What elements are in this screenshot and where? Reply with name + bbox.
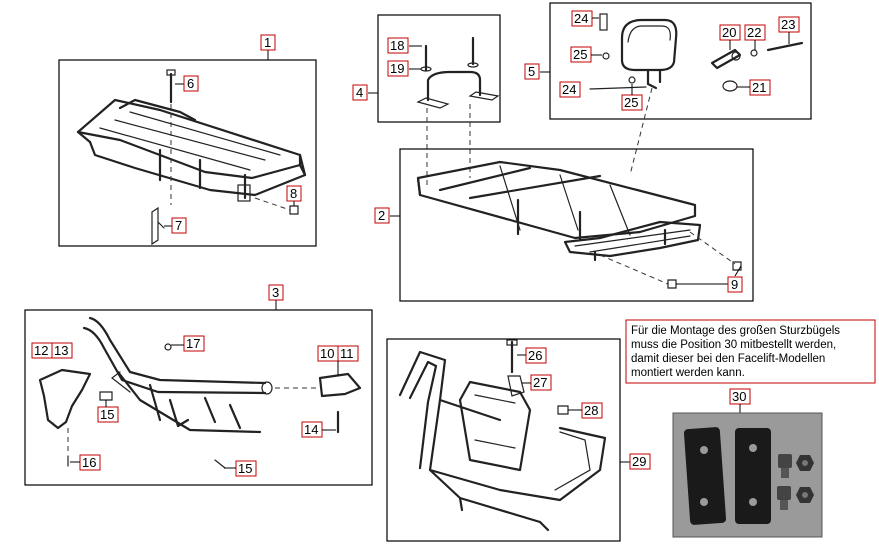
tag-18[interactable] xyxy=(387,37,409,54)
label-5: 5 xyxy=(528,64,535,79)
assembly-line-bolt-9 xyxy=(599,254,669,285)
note-line-1: Für die Montage des großen Sturzbügels xyxy=(631,325,840,337)
kit-photo-content xyxy=(683,427,814,525)
label-10: 10 xyxy=(320,346,334,361)
label-22: 22 xyxy=(747,25,761,40)
panel-29-frame xyxy=(386,338,621,542)
panel-front-rack: 1 6 7 xyxy=(58,34,317,247)
note-line-4: montiert werden kann. xyxy=(631,367,745,379)
assembly-line-backrest xyxy=(629,87,653,176)
label-23: 23 xyxy=(781,17,795,32)
label-25-left: 25 xyxy=(573,47,587,62)
tag-24-bottom[interactable] xyxy=(559,81,581,98)
label-2: 2 xyxy=(378,208,385,223)
label-3: 3 xyxy=(272,285,279,300)
tag-29[interactable] xyxy=(629,453,651,470)
label-16: 16 xyxy=(82,455,96,470)
label-28: 28 xyxy=(584,403,598,418)
tag-11[interactable] xyxy=(337,345,359,362)
label-4: 4 xyxy=(356,85,363,100)
bolt-8-illustration xyxy=(254,197,299,215)
tag-13[interactable] xyxy=(51,342,73,359)
label-15-top: 15 xyxy=(100,407,114,422)
label-29: 29 xyxy=(632,454,646,469)
panel-3-frame xyxy=(24,309,373,486)
tag-8[interactable] xyxy=(286,185,302,202)
label-17: 17 xyxy=(186,336,200,351)
tag-17[interactable] xyxy=(183,335,205,352)
tag-9[interactable] xyxy=(727,276,743,293)
label-26: 26 xyxy=(528,348,542,363)
label-21: 21 xyxy=(752,80,766,95)
panel-5-frame xyxy=(549,2,812,120)
label-12: 12 xyxy=(34,343,48,358)
bracket-7-illustration xyxy=(151,206,165,246)
label-30: 30 xyxy=(732,389,746,404)
backrest-illustration xyxy=(589,13,804,92)
tag-6[interactable] xyxy=(183,75,199,92)
crash-guard-illustration xyxy=(398,339,607,532)
label-24-top: 24 xyxy=(574,11,588,26)
label-13: 13 xyxy=(54,343,68,358)
handle-illustration xyxy=(416,36,500,109)
tag-1[interactable] xyxy=(260,34,276,51)
panel-mounting-kit: 30 xyxy=(672,388,823,538)
label-8: 8 xyxy=(290,186,297,201)
label-1: 1 xyxy=(264,35,271,50)
label-9: 9 xyxy=(731,277,738,292)
mounting-note: Für die Montage des großen Sturzbügels m… xyxy=(625,319,876,384)
panel-2-frame xyxy=(399,148,754,302)
panel-crash-guard: 29 26 27 28 xyxy=(386,338,651,542)
front-rack-illustration xyxy=(76,98,307,202)
label-14: 14 xyxy=(304,422,318,437)
label-18: 18 xyxy=(390,38,404,53)
panel-1-frame xyxy=(58,59,317,247)
label-7: 7 xyxy=(175,218,182,233)
tag-5[interactable] xyxy=(524,63,540,80)
label-20: 20 xyxy=(722,25,736,40)
label-25-bottom: 25 xyxy=(624,95,638,110)
label-15-bottom: 15 xyxy=(238,461,252,476)
bumper-illustration xyxy=(38,316,362,469)
rear-rack-illustration xyxy=(416,160,702,262)
panel-backrest: 5 24 25 24 25 20 22 xyxy=(524,2,812,120)
panel-rear-rack: 2 9 xyxy=(374,148,754,302)
tag-7[interactable] xyxy=(171,217,187,234)
tag-15-top[interactable] xyxy=(97,406,119,423)
label-11: 11 xyxy=(340,346,354,361)
tag-3[interactable] xyxy=(268,284,284,301)
label-24-bottom: 24 xyxy=(562,82,576,97)
bolt-6-illustration xyxy=(166,69,176,205)
label-27: 27 xyxy=(533,375,547,390)
panel-handle-bracket: 4 18 19 xyxy=(352,14,501,123)
tag-4[interactable] xyxy=(352,84,368,101)
note-line-3: damit dieser bei den Facelift-Modellen xyxy=(631,353,825,365)
panel-front-bumper: 3 12 13 17 10 11 15 xyxy=(24,284,373,486)
note-box xyxy=(625,319,876,384)
note-line-2: muss die Position 30 mitbestellt werden, xyxy=(631,339,836,351)
panel-4-frame xyxy=(377,14,501,123)
tag-19[interactable] xyxy=(387,60,409,77)
label-6: 6 xyxy=(187,76,194,91)
tag-2[interactable] xyxy=(374,207,390,224)
label-19: 19 xyxy=(390,61,404,76)
